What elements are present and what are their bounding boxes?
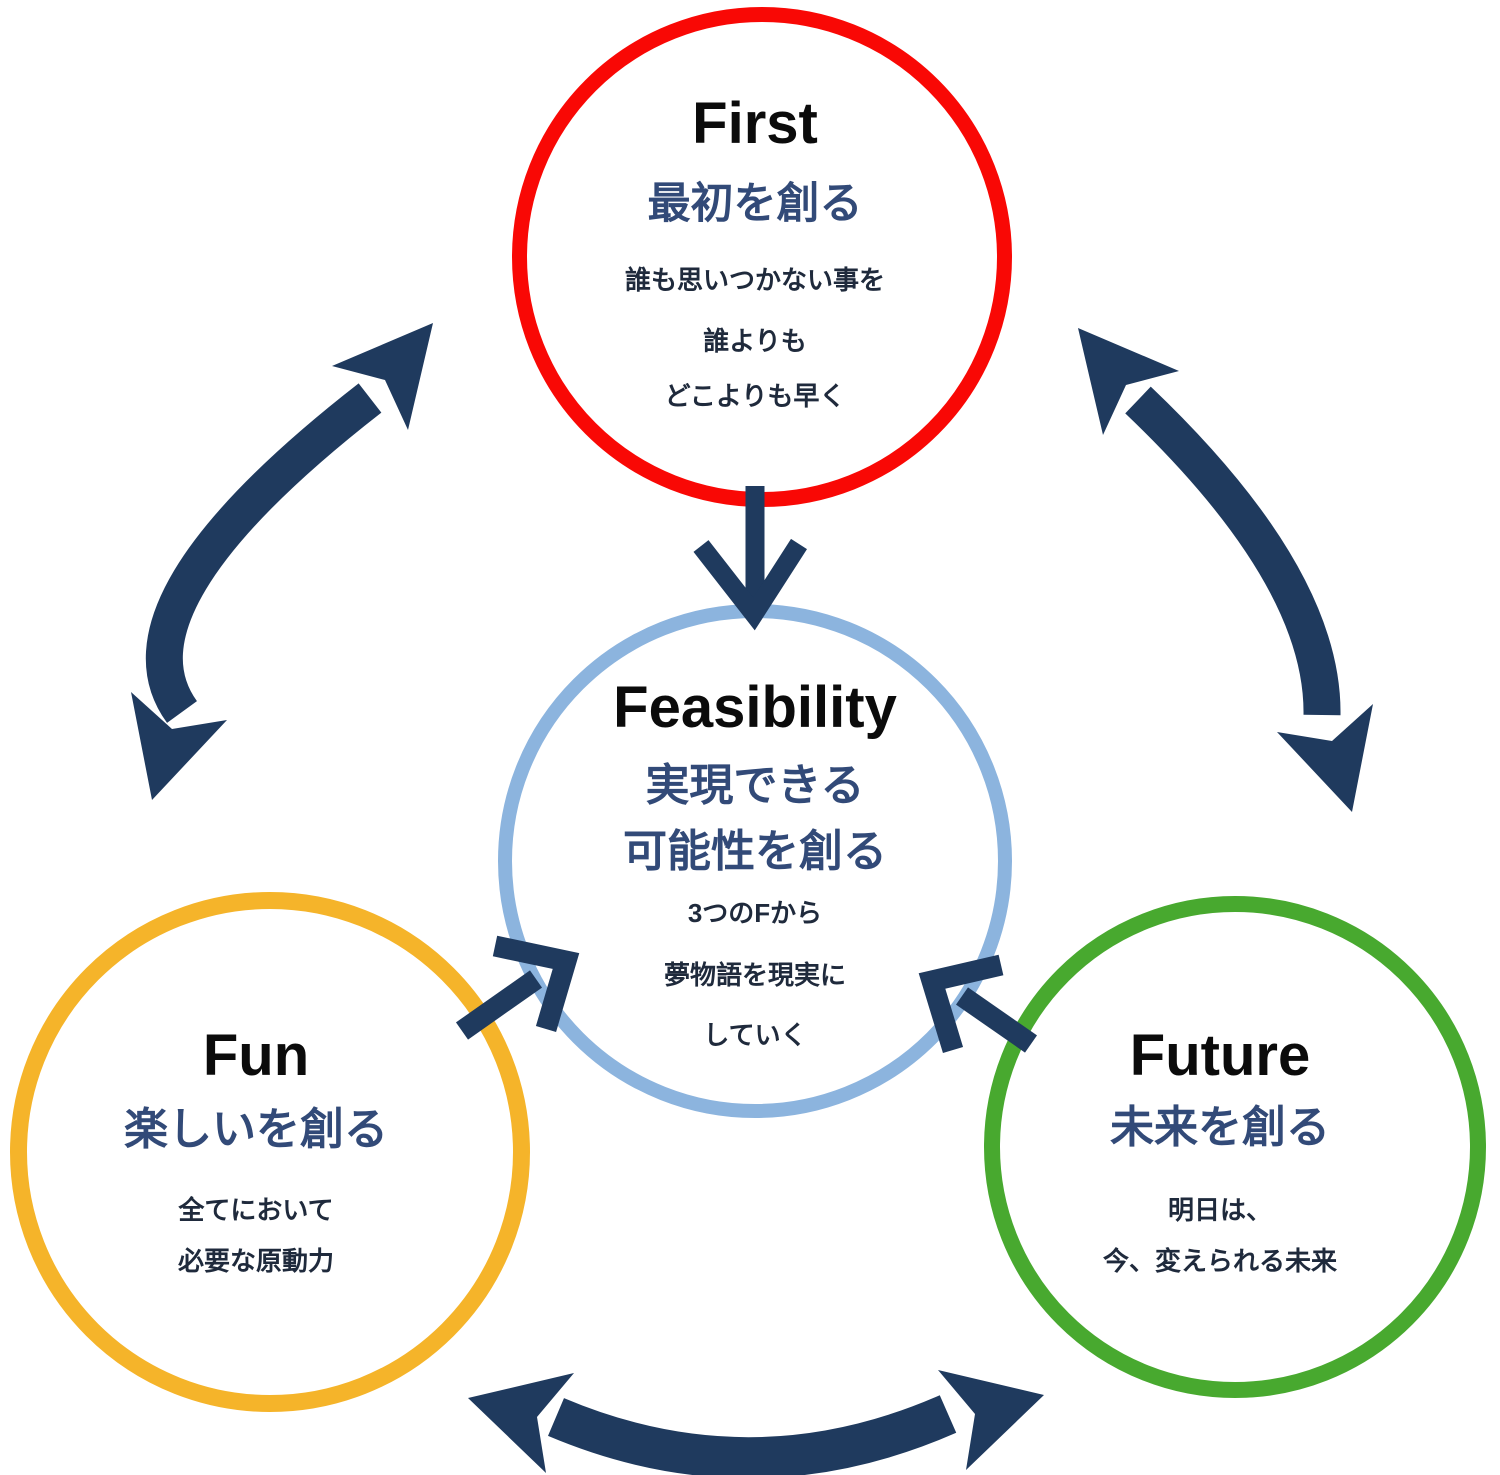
future-body-line: 明日は、 xyxy=(1167,1195,1272,1225)
arrow-fun-future-icon xyxy=(468,1370,1044,1475)
arrow-first-fun-icon xyxy=(131,323,433,800)
feasibility-title: Feasibility xyxy=(613,675,897,740)
first-body-line: 誰も思いつかない事を xyxy=(624,265,885,295)
arrow-first-future-icon xyxy=(1078,328,1373,812)
future-subtitle: 未来を創る xyxy=(1110,1103,1330,1152)
feasibility-body-line: していく xyxy=(703,1020,807,1050)
first-title: First xyxy=(692,91,818,156)
feasibility-subtitle: 可能性を創る xyxy=(623,827,887,876)
feasibility-body-line: 夢物語を現実に xyxy=(663,960,846,990)
first-body-line: 誰よりも xyxy=(703,326,807,356)
fun-title: Fun xyxy=(202,1023,310,1088)
first-body-line: どこよりも早く xyxy=(664,381,846,411)
feasibility-subtitle: 実現できる xyxy=(645,761,865,810)
first-circle xyxy=(512,7,1012,507)
feasibility-body-line: 3つのFから xyxy=(687,898,823,928)
future-body-line: 今、変えられる未来 xyxy=(1102,1246,1337,1276)
fun-body-line: 全てにおいて xyxy=(178,1195,334,1225)
fun-subtitle: 楽しいを創る xyxy=(124,1105,388,1154)
fun-body-line: 必要な原動力 xyxy=(177,1246,334,1276)
future-title: Future xyxy=(1129,1023,1311,1088)
first-subtitle: 最初を創る xyxy=(647,180,863,228)
